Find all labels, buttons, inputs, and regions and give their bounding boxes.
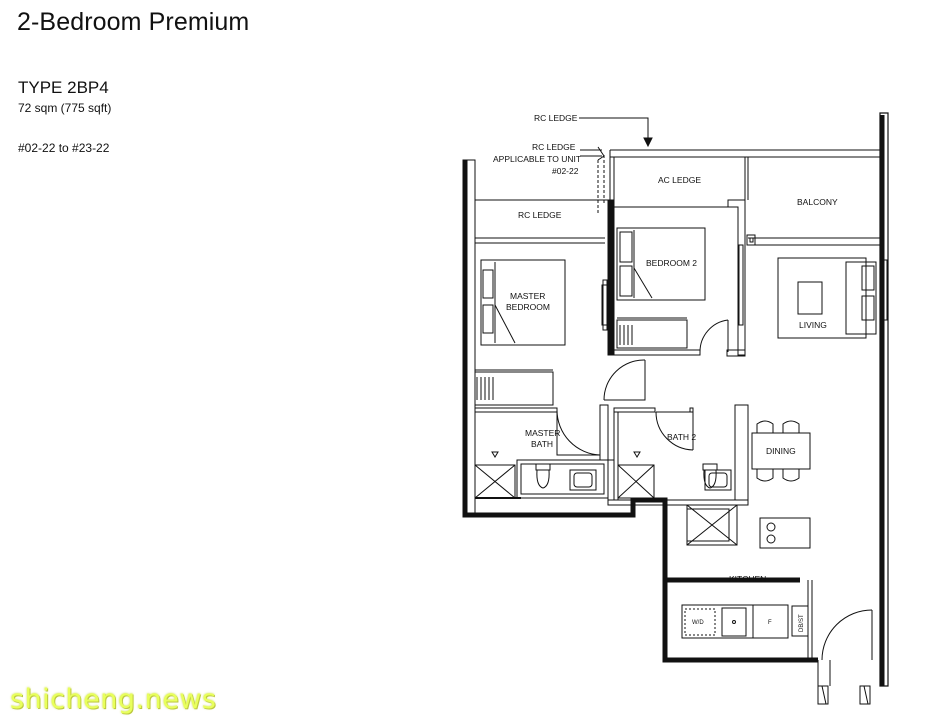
label-living: LIVING: [799, 320, 827, 330]
unit-range: #02-22 to #23-22: [18, 141, 110, 155]
bedroom-2-bed: [616, 227, 706, 349]
label-master-bath-2: BATH: [531, 439, 553, 449]
label-fridge: F: [768, 620, 772, 626]
label-master-bedroom-1: MASTER: [510, 291, 545, 301]
label-dbst: DB/ST: [799, 614, 805, 632]
label-rc-ledge-applicable-1: RC LEDGE: [532, 142, 576, 152]
label-ac-ledge: AC LEDGE: [658, 175, 701, 185]
ledge-callouts: [579, 117, 653, 161]
page-title: 2-Bedroom Premium: [17, 8, 250, 36]
label-master-bedroom-2: BEDROOM: [506, 302, 550, 312]
bath-fixtures: [535, 463, 732, 491]
living-sofa: [777, 257, 877, 339]
balcony-partition: [746, 234, 882, 246]
showers: [474, 451, 655, 499]
bedroom-2-walls: [607, 199, 746, 357]
label-bedroom-2: BEDROOM 2: [646, 258, 697, 268]
label-dining: DINING: [766, 446, 796, 456]
label-wd: W/D: [692, 620, 704, 626]
label-kitchen: KITCHEN: [729, 574, 766, 584]
label-rc-ledge-left: RC LEDGE: [518, 210, 562, 220]
label-master-bath-1: MASTER: [525, 428, 560, 438]
label-rc-ledge-applicable-2: APPLICABLE TO UNIT: [493, 154, 581, 164]
label-bath-2: BATH 2: [667, 432, 696, 442]
label-rc-ledge-applicable-3: #02-22: [552, 166, 579, 176]
dining-table: [751, 420, 811, 482]
unit-type: TYPE 2BP4: [18, 78, 109, 97]
doors: [556, 319, 873, 661]
watermark: shicheng.news: [10, 684, 217, 715]
label-balcony: BALCONY: [797, 197, 838, 207]
kitchen-fixtures: [681, 504, 813, 660]
master-bed: [474, 259, 608, 406]
unit-area: 72 sqm (775 sqft): [18, 101, 112, 115]
label-rc-ledge-top: RC LEDGE: [534, 113, 578, 123]
ledges: [475, 149, 882, 244]
